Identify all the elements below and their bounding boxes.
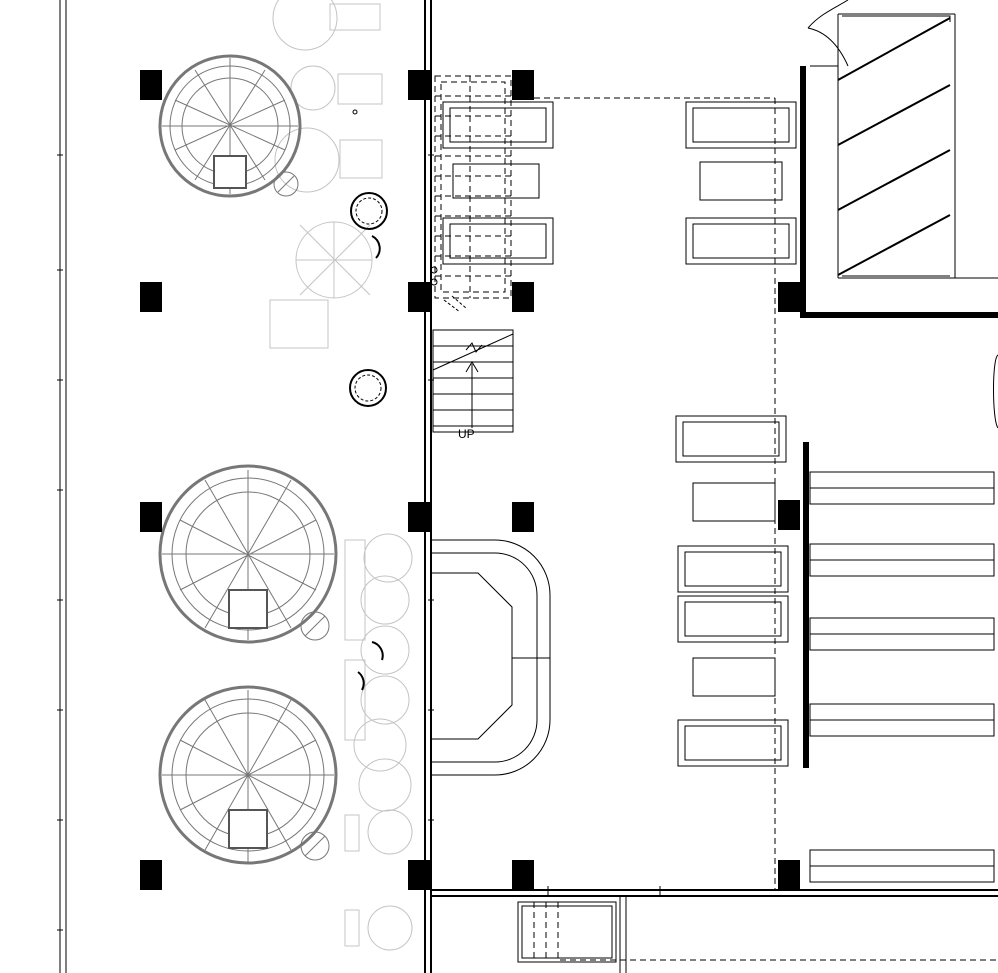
- curved-edge: [993, 354, 998, 429]
- stair-icon: UP: [432, 75, 514, 441]
- round-table-icon: [158, 685, 338, 865]
- faded-furniture-bottom: [344, 533, 413, 951]
- stair-icon: [517, 901, 998, 963]
- column-icon: [140, 70, 800, 890]
- sofa-icon: [685, 101, 797, 149]
- stair-up-label: UP: [458, 427, 475, 441]
- door-swing-icon: [807, 0, 849, 67]
- sofa-icon: [685, 217, 797, 265]
- lower-right-room: [803, 442, 995, 883]
- sofa-icon: [442, 217, 554, 265]
- door-swing-icon: [357, 641, 384, 691]
- central-wall: [424, 0, 432, 973]
- sofa-icon: [677, 545, 789, 593]
- left-exterior-wall: [59, 0, 67, 973]
- sofa-icon: [677, 595, 789, 643]
- coffee-table-icon: [452, 163, 540, 199]
- sofa-icon: [677, 719, 789, 767]
- round-table-icon: [158, 464, 338, 644]
- dashed-room-boundary: [534, 97, 776, 890]
- faded-furniture-top: [269, 0, 383, 349]
- coffee-table-icon: [692, 657, 776, 697]
- coffee-table-icon: [699, 161, 783, 201]
- wall-ticks: [57, 154, 661, 931]
- round-table-icon: [158, 54, 302, 198]
- planter-icon: [349, 369, 387, 407]
- coffee-table-icon: [692, 482, 776, 522]
- sofa-icon: [442, 101, 554, 149]
- curved-bench: [431, 539, 551, 776]
- upper-right-room: [800, 13, 998, 318]
- planter-icon: [350, 192, 388, 259]
- sofa-icon: [675, 415, 787, 463]
- stair-rail: [430, 266, 467, 313]
- bottom-wall: [431, 889, 998, 973]
